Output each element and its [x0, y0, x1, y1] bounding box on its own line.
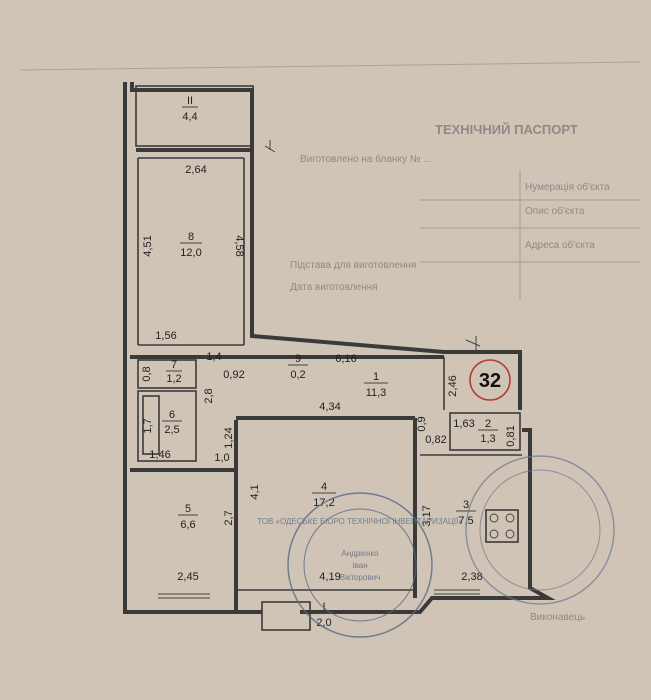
stamp-name-line: Іван: [352, 561, 367, 570]
room-num-7: 7: [171, 359, 177, 371]
dim-label: 4,58: [233, 235, 245, 256]
stamp-name-line: Вікторович: [340, 573, 381, 582]
background-line: Виконавець: [530, 612, 585, 623]
background-line: Адреса об'єкта: [525, 239, 595, 251]
background-line: Виготовлено на бланку № ...: [300, 153, 432, 165]
room-num-balcony: II: [187, 95, 193, 107]
dim-label: 4,1: [249, 484, 261, 499]
room-area-1: 11,3: [366, 387, 387, 399]
room-area-loggia: 2,0: [316, 617, 331, 629]
dim-label: 0,8: [141, 366, 153, 381]
dim-label: 2,64: [185, 164, 206, 176]
stamp-name-line: Андрієнко: [341, 549, 379, 558]
dim-label: 1,56: [155, 330, 176, 342]
stamp-right: [465, 455, 615, 605]
room-area-2: 1,3: [480, 433, 495, 445]
dim-label: 2,45: [177, 571, 198, 583]
room-num-1: 1: [373, 371, 379, 383]
room-num-4: 4: [321, 481, 327, 493]
dim-label: 4,19: [319, 571, 340, 583]
room-num-2: 2: [485, 418, 491, 430]
background-line: Опис об'єкта: [525, 205, 585, 217]
dim-label: 1,4: [206, 351, 221, 363]
dim-label: 1,7: [142, 418, 154, 433]
dim-label: 4,34: [319, 401, 340, 413]
background-line: Нумерація об'єкта: [525, 181, 610, 193]
room-area-6: 2,5: [164, 424, 179, 436]
stamp-center: ТОВ «ОДЕСЬКЕ БЮРО ТЕХНІЧНОЇ ІНВЕНТАРИЗАЦ…: [257, 492, 463, 638]
room-area-8: 12,0: [180, 247, 201, 259]
dim-label: 2,7: [223, 510, 235, 525]
background-line: Підстава для виготовлення: [290, 260, 416, 271]
apartment-number-badge: 32: [469, 359, 511, 401]
dim-label: 1,63: [453, 418, 474, 430]
room-area-7: 1,2: [166, 373, 181, 385]
room-labels: II 4,4 8 12,0 7 1,2 6 2,5 5 6,6 9 0,2 1 …: [162, 95, 498, 629]
dim-label: 0,92: [223, 369, 244, 381]
room-num-5: 5: [185, 503, 191, 515]
dim-label: 1,24: [223, 427, 235, 448]
background-document: ТЕХНІЧНИЙ ПАСПОРТ Виготовлено на бланку …: [19, 61, 641, 623]
dim-label: 3,17: [421, 505, 433, 526]
room-area-balcony: 4,4: [182, 111, 197, 123]
apartment-number: 32: [479, 370, 501, 392]
dim-label: 0,82: [425, 434, 446, 446]
room-num-8: 8: [188, 231, 194, 243]
dim-label: 1,0: [214, 452, 229, 464]
room-area-5: 6,6: [180, 519, 195, 531]
dim-label: 1,46: [149, 449, 170, 461]
room-num-3: 3: [463, 499, 469, 511]
background-heading: ТЕХНІЧНИЙ ПАСПОРТ: [435, 122, 578, 137]
dim-label: 2,8: [203, 388, 215, 403]
background-line: Дата виготовлення: [290, 282, 378, 293]
room-area-9: 0,2: [290, 369, 305, 381]
room-num-6: 6: [169, 409, 175, 421]
dim-label: 0,81: [505, 425, 517, 446]
dim-label: 2,38: [461, 571, 482, 583]
dim-label: 6,16: [335, 353, 356, 365]
dim-label: 2,46: [447, 375, 459, 396]
stamp-ring-text: ТОВ «ОДЕСЬКЕ БЮРО ТЕХНІЧНОЇ ІНВЕНТАРИЗАЦ…: [257, 517, 463, 526]
dimension-labels: 2,64 4,51 4,58 1,56 6,16 0,92 1,4 0,8 2,…: [141, 164, 517, 583]
room-num-loggia: I: [322, 601, 325, 613]
walls: [123, 82, 556, 631]
room-num-9: 9: [295, 353, 301, 365]
dim-label: 4,51: [142, 235, 154, 256]
dim-label: 0,9: [416, 416, 428, 431]
